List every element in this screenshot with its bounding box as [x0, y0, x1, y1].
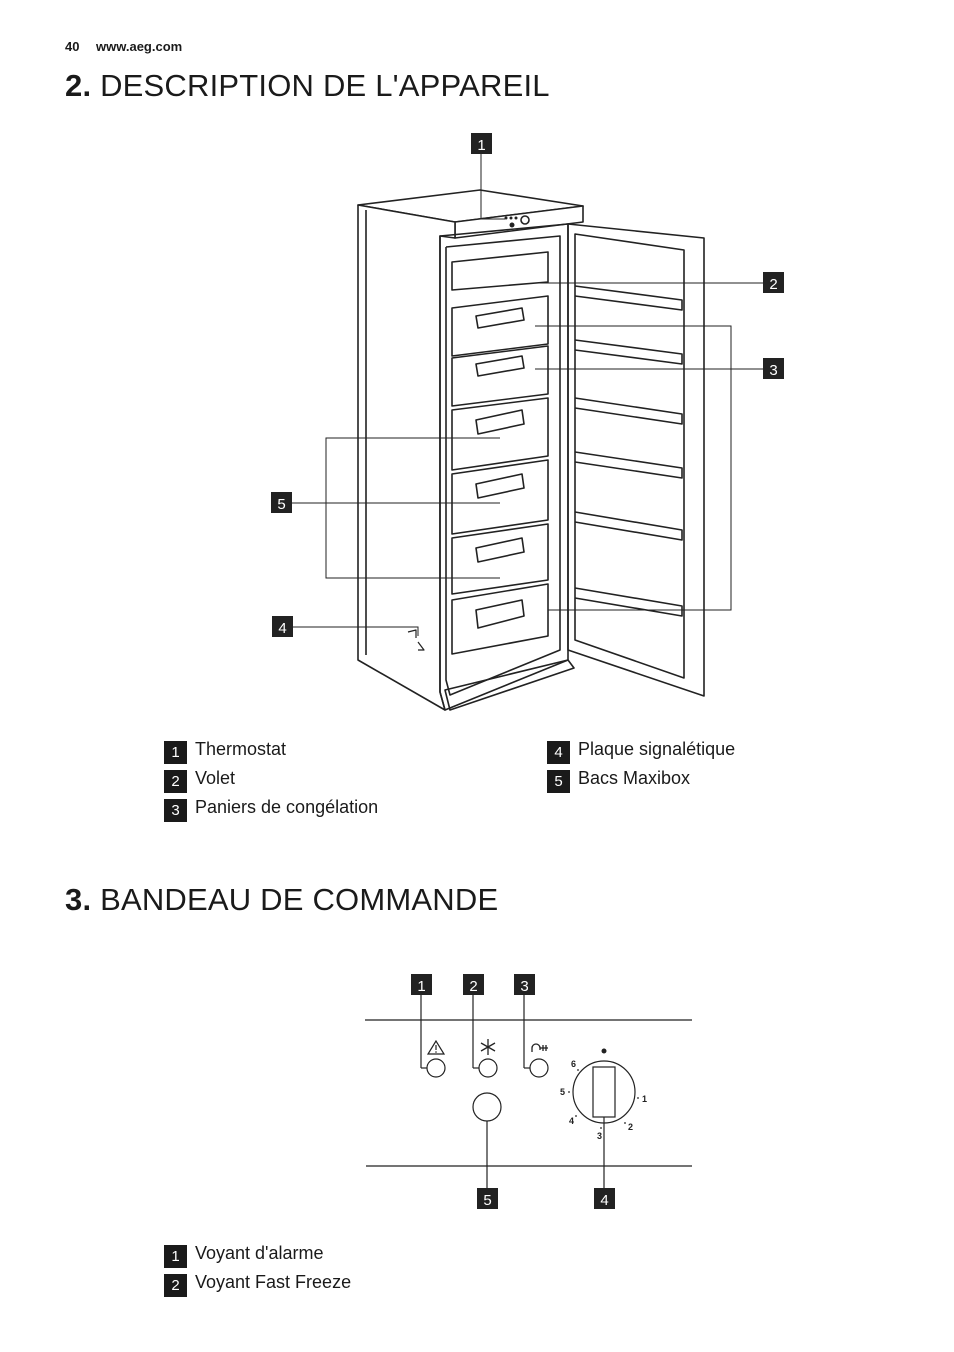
dial-mark-4: 4 [569, 1116, 574, 1126]
plug-icon [531, 1043, 548, 1052]
legend-badge: 1 [164, 1245, 187, 1268]
legend-badge: 2 [164, 770, 187, 793]
legend-label: Thermostat [195, 739, 287, 759]
panel-callout-3: 3 [520, 978, 528, 995]
legend-label: Plaque signalétique [578, 739, 736, 759]
freezer-diagram: 1 2 3 4 5 [271, 133, 784, 711]
legend-badge: 4 [547, 741, 570, 764]
legend-item-voyant-fast-freeze: 2 Voyant Fast Freeze [164, 1271, 352, 1297]
section-title: BANDEAU DE COMMANDE [100, 882, 499, 917]
legend-label: Paniers de congélation [195, 797, 379, 817]
legend-item-volet: 2 Volet [164, 767, 236, 793]
section-heading-bandeau: 3. BANDEAU DE COMMANDE [65, 882, 498, 918]
dial-mark-5: 5 [560, 1087, 565, 1097]
legend-label: Voyant d'alarme [195, 1243, 324, 1263]
callout-1: 1 [477, 137, 485, 154]
legend-label: Bacs Maxibox [578, 768, 691, 788]
callout-3: 3 [769, 362, 777, 379]
legend-label: Voyant Fast Freeze [195, 1272, 352, 1292]
page-number: 40 [65, 39, 80, 54]
legend-label: Volet [195, 768, 236, 788]
dial-mark-1: 1 [642, 1094, 647, 1104]
panel-callout-1: 1 [417, 978, 425, 995]
panel-callout-2: 2 [469, 978, 477, 995]
legend-item-voyant-alarme: 1 Voyant d'alarme [164, 1242, 324, 1268]
legend-item-thermostat: 1 Thermostat [164, 738, 287, 764]
section-number: 2. [65, 68, 92, 103]
dial-mark-6: 6 [571, 1059, 576, 1069]
section-heading-description: 2. DESCRIPTION DE L'APPAREIL [65, 68, 550, 104]
section-number: 3. [65, 882, 92, 917]
legend-badge: 5 [547, 770, 570, 793]
website-url[interactable]: www.aeg.com [96, 39, 183, 54]
panel-callout-4: 4 [600, 1192, 608, 1209]
legend-item-plaque: 4 Plaque signalétique [547, 738, 736, 764]
legend-item-bacs: 5 Bacs Maxibox [547, 767, 691, 793]
panel-callout-5: 5 [483, 1192, 491, 1209]
callout-5: 5 [277, 496, 285, 513]
warning-triangle-icon [426, 1039, 446, 1055]
legend-badge: 1 [164, 741, 187, 764]
callout-4: 4 [278, 620, 286, 637]
legend-badge: 2 [164, 1274, 187, 1297]
snowflake-icon [480, 1039, 496, 1055]
legend-badge: 3 [164, 799, 187, 822]
callout-2: 2 [769, 276, 777, 293]
section-title: DESCRIPTION DE L'APPAREIL [100, 68, 550, 103]
dial-mark-3: 3 [597, 1131, 602, 1141]
dial-mark-2: 2 [628, 1122, 633, 1132]
legend-item-paniers: 3 Paniers de congélation [164, 796, 379, 822]
